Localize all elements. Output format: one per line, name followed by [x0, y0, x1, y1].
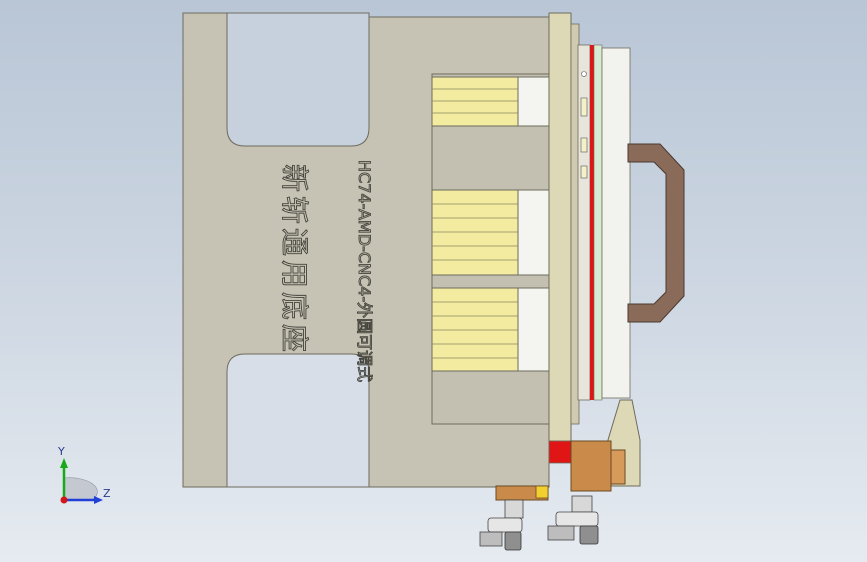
y-axis-label: Y [57, 445, 65, 458]
z-axis-arrow [94, 496, 103, 504]
z-axis-label: Z [103, 487, 111, 500]
clamp-block-top[interactable] [431, 76, 550, 127]
air-cylinder[interactable] [495, 440, 626, 501]
triad-origin [60, 496, 68, 504]
pneumatic-fitting-right[interactable] [547, 495, 599, 545]
pneumatic-fitting-left[interactable] [479, 499, 524, 551]
fixture-plate[interactable] [577, 44, 631, 401]
y-axis-arrow [60, 458, 68, 468]
engraved-model-code: HC74-AMD-CNC4-外圆可调式 [355, 160, 374, 382]
axis-triad: Y Z [57, 445, 111, 504]
clamp-block-bottom[interactable] [431, 287, 550, 372]
engraved-part-title: 新斩通用底座 [278, 164, 311, 356]
side-rail[interactable] [548, 12, 572, 442]
clamp-block-middle[interactable] [431, 189, 550, 276]
top-notch [226, 12, 370, 147]
triad-disc [63, 477, 98, 501]
handle[interactable] [627, 143, 685, 323]
bottom-notch [226, 353, 370, 488]
